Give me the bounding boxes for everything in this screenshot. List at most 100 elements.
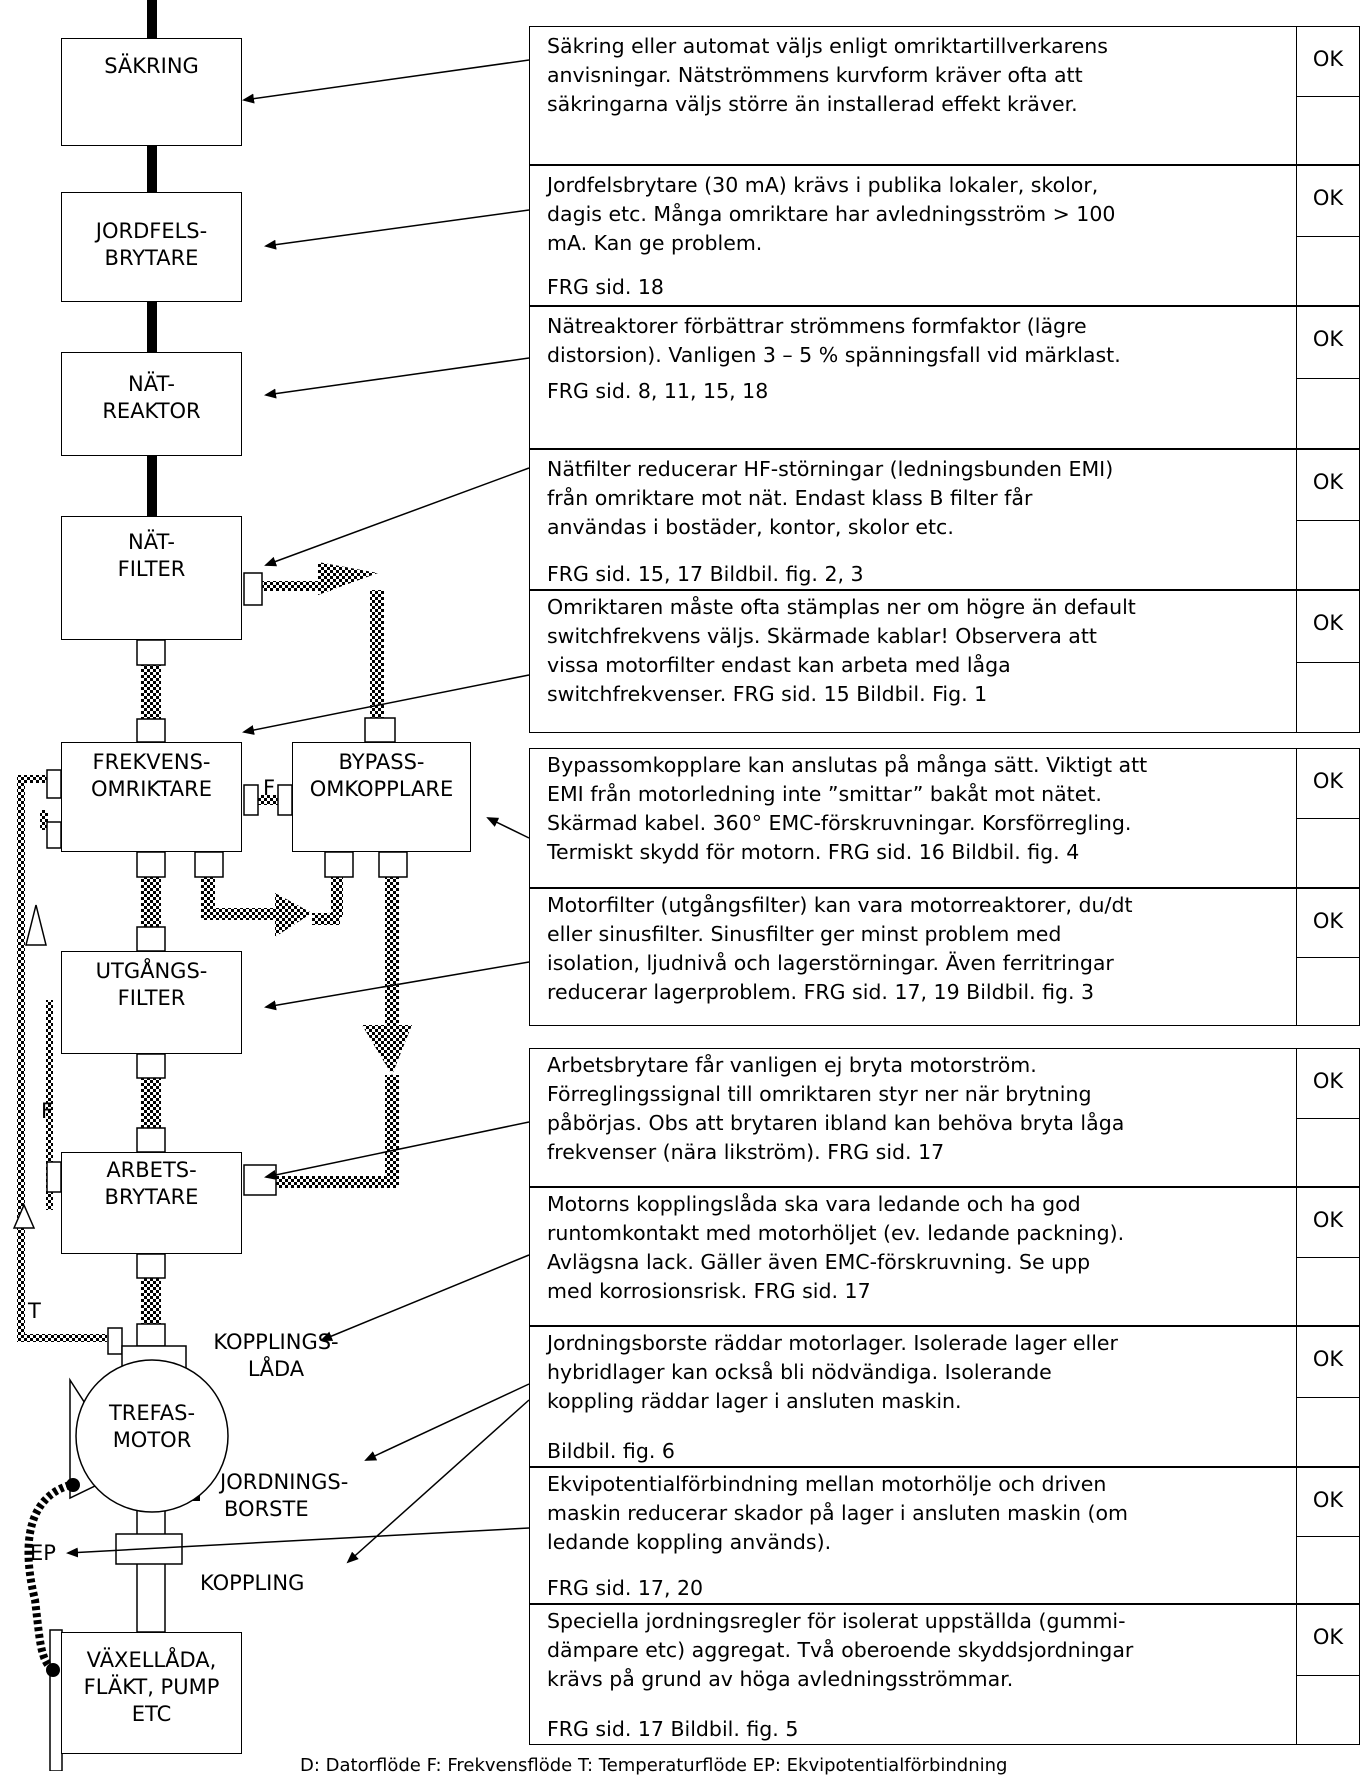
note-line: med korrosionsrisk. FRG sid. 17 (547, 1279, 871, 1303)
note-text: Arbetsbrytare får vanligen ej bryta moto… (547, 1051, 1290, 1167)
ok-label: OK (1312, 1069, 1344, 1093)
block-bypassomkopplare: BYPASS- OMKOPPLARE (292, 742, 471, 852)
motor-label: TREFAS- MOTOR (92, 1400, 212, 1454)
checkered-cables (17, 562, 412, 1342)
ok-checkbox[interactable]: OK (1297, 1187, 1360, 1326)
note-text: Motorfilter (utgångsfilter) kan vara mot… (547, 891, 1290, 1007)
note-line: Avlägsna lack. Gäller även EMC-förskruvn… (547, 1250, 1091, 1274)
label-line: KOPPLINGS- (213, 1330, 339, 1354)
block-label: FILTER (117, 557, 186, 581)
note-natfilter: Nätfilter reducerar HF-störningar (ledni… (529, 449, 1297, 590)
ok-checkbox[interactable]: OK (1297, 590, 1360, 733)
block-label: SÄKRING (104, 54, 199, 78)
note-sakring: Säkring eller automat väljs enligt omrik… (529, 26, 1297, 165)
note-text: Nätreaktorer förbättrar strömmens formfa… (547, 312, 1290, 370)
ep-dot-bottom (46, 1663, 60, 1677)
note-frekvensomriktare: Omriktaren måste ofta stämplas ner om hö… (529, 590, 1297, 733)
note-jordfelsbrytare: Jordfelsbrytare (30 mA) krävs i publika … (529, 165, 1297, 306)
note-utgangsfilter: Motorfilter (utgångsfilter) kan vara mot… (529, 888, 1297, 1026)
note-line: dagis etc. Många omriktare har avledning… (547, 202, 1116, 226)
note-line: reducerar lagerproblem. FRG sid. 17, 19 … (547, 980, 1095, 1004)
note-jordningsregler: Speciella jordningsregler för isolerat u… (529, 1604, 1297, 1745)
ok-checkbox[interactable]: OK (1297, 888, 1360, 1026)
note-line: Ekvipotentialförbindning mellan motorhöl… (547, 1472, 1107, 1496)
note-ref: FRG sid. 8, 11, 15, 18 (547, 379, 769, 403)
note-arbetsbrytare: Arbetsbrytare får vanligen ej bryta moto… (529, 1048, 1297, 1187)
note-line: Säkring eller automat väljs enligt omrik… (547, 34, 1108, 58)
block-natfilter: NÄT- FILTER (61, 516, 242, 640)
ok-checkbox[interactable]: OK (1297, 1604, 1360, 1745)
block-label: BRYTARE (104, 1185, 199, 1209)
ok-checkbox[interactable]: OK (1297, 26, 1360, 165)
note-ref: FRG sid. 18 (547, 275, 664, 299)
label-f-bypass: F (263, 776, 276, 800)
label-koppling: KOPPLING (200, 1571, 305, 1595)
note-line: Omriktaren måste ofta stämplas ner om hö… (547, 595, 1136, 619)
ok-checkbox[interactable]: OK (1297, 748, 1360, 888)
block-label: ARBETS- (106, 1158, 197, 1182)
note-text: Ekvipotentialförbindning mellan motorhöl… (547, 1470, 1290, 1557)
block-natreaktor: NÄT- REAKTOR (61, 352, 242, 456)
note-line: mA. Kan ge problem. (547, 231, 763, 255)
note-line: Skärmad kabel. 360° EMC-förskruvningar. … (547, 811, 1132, 835)
note-text: Säkring eller automat väljs enligt omrik… (547, 32, 1290, 119)
ok-checkbox[interactable]: OK (1297, 1048, 1360, 1187)
block-label: BYPASS- (338, 750, 425, 774)
note-line: switchfrekvenser. FRG sid. 15 Bildbil. F… (547, 682, 988, 706)
ok-label: OK (1312, 47, 1344, 71)
note-line: maskin reducerar skador på lager i anslu… (547, 1501, 1128, 1525)
note-text: Omriktaren måste ofta stämplas ner om hö… (547, 593, 1290, 709)
ok-checkbox[interactable]: OK (1297, 449, 1360, 590)
motor-circle (75, 1359, 229, 1513)
note-line: användas i bostäder, kontor, skolor etc. (547, 515, 954, 539)
block-label: OMRIKTARE (91, 777, 212, 801)
note-line: anvisningar. Nätströmmens kurvform kräve… (547, 63, 1083, 87)
note-text: Bypassomkopplare kan anslutas på många s… (547, 751, 1290, 867)
note-line: EMI från motorledning inte ”smittar” bak… (547, 782, 1102, 806)
note-line: Jordningsborste räddar motorlager. Isole… (547, 1331, 1118, 1355)
note-line: isolation, ljudnivå och lagerstörningar.… (547, 951, 1114, 975)
label-kopplingslada: KOPPLINGS- LÅDA (196, 1329, 356, 1383)
ok-label: OK (1312, 1625, 1344, 1649)
block-label: REAKTOR (102, 399, 201, 423)
ep-dot-top (66, 1478, 80, 1492)
note-line: påbörjas. Obs att brytaren ibland kan be… (547, 1111, 1125, 1135)
note-ref: FRG sid. 15, 17 Bildbil. fig. 2, 3 (547, 562, 864, 586)
label-line: BORSTE (224, 1497, 309, 1521)
note-line: runtomkontakt med motorhöljet (ev. ledan… (547, 1221, 1125, 1245)
note-line: frekvenser (nära likström). FRG sid. 17 (547, 1140, 945, 1164)
note-line: säkringarna väljs större än installerad … (547, 92, 1078, 116)
note-kopplingslada: Motorns kopplingslåda ska vara ledande o… (529, 1187, 1297, 1326)
block-label: FLÄKT, PUMP (83, 1675, 220, 1699)
ok-checkbox[interactable]: OK (1297, 165, 1360, 306)
note-line: från omriktare mot nät. Endast klass B f… (547, 486, 1033, 510)
block-utgangsfilter: UTGÅNGS- FILTER (61, 951, 242, 1054)
note-ekvipotential: Ekvipotentialförbindning mellan motorhöl… (529, 1467, 1297, 1604)
block-sakring: SÄKRING (61, 38, 242, 146)
ok-checkbox[interactable]: OK (1297, 1326, 1360, 1467)
note-line: Motorfilter (utgångsfilter) kan vara mot… (547, 893, 1133, 917)
ok-checkbox[interactable]: OK (1297, 1467, 1360, 1604)
note-line: Nätfilter reducerar HF-störningar (ledni… (547, 457, 1114, 481)
note-text: Jordningsborste räddar motorlager. Isole… (547, 1329, 1290, 1416)
motor-label-line: MOTOR (112, 1428, 192, 1452)
block-jordfelsbrytare: JORDFELS- BRYTARE (61, 192, 242, 302)
note-line: krävs på grund av höga avledningsströmma… (547, 1667, 1014, 1691)
ok-label: OK (1312, 186, 1344, 210)
note-line: koppling räddar lager i ansluten maskin. (547, 1389, 962, 1413)
note-line: Jordfelsbrytare (30 mA) krävs i publika … (547, 173, 1099, 197)
power-line (147, 0, 157, 516)
note-ref: Bildbil. fig. 6 (547, 1439, 675, 1463)
note-line: Arbetsbrytare får vanligen ej bryta moto… (547, 1053, 1037, 1077)
note-line: Termiskt skydd för motorn. FRG sid. 16 B… (547, 840, 1080, 864)
note-text: Speciella jordningsregler för isolerat u… (547, 1607, 1290, 1694)
annotation-arrows (66, 59, 530, 1564)
block-label: FREKVENS- (92, 750, 211, 774)
note-text: Motorns kopplingslåda ska vara ledande o… (547, 1190, 1290, 1306)
note-line: Nätreaktorer förbättrar strömmens formfa… (547, 314, 1087, 338)
label-ep: EP (30, 1541, 56, 1565)
ok-checkbox[interactable]: OK (1297, 306, 1360, 449)
block-frekvensomriktare: FREKVENS- OMRIKTARE (61, 742, 242, 852)
label-t: T (28, 1299, 41, 1323)
note-text: Nätfilter reducerar HF-störningar (ledni… (547, 455, 1290, 542)
